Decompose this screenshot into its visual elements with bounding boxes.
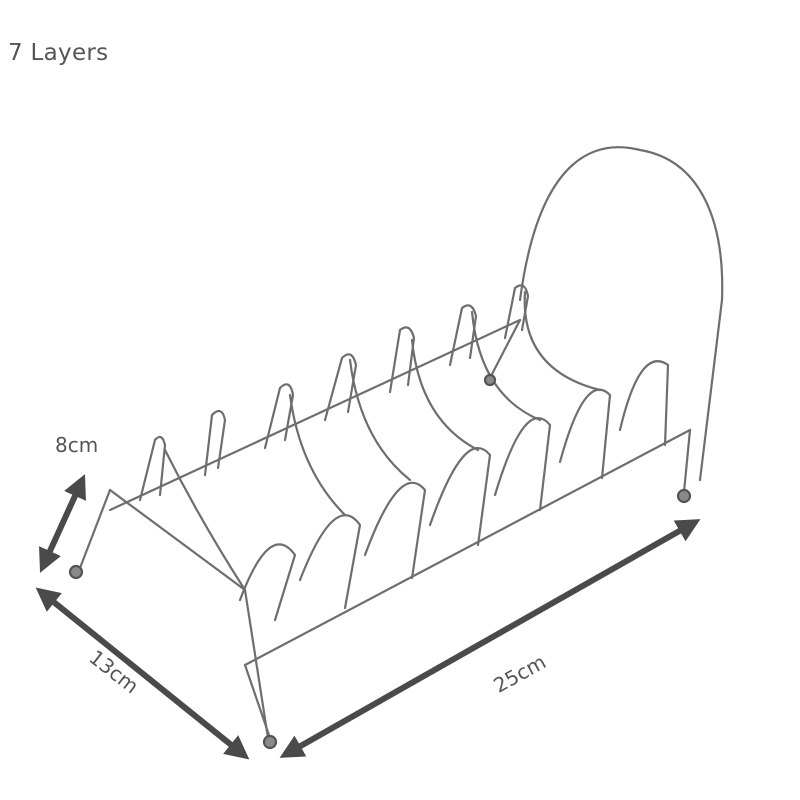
- rack-front-loops: [238, 360, 670, 622]
- depth-arrow: [35, 587, 250, 760]
- rack-foot: [262, 734, 278, 750]
- rack-connectors: [163, 290, 602, 592]
- rack-foot: [483, 373, 497, 387]
- rack-front-rail: [243, 428, 692, 667]
- length-label: 25cm: [489, 650, 550, 698]
- dish-rack: [68, 146, 724, 750]
- rack-left-frame: [78, 488, 112, 570]
- dimension-arrows: [35, 474, 701, 760]
- rack-back-rail: [108, 318, 522, 512]
- height-arrow: [39, 474, 86, 573]
- rack-handle: [518, 146, 724, 482]
- length-arrow: [279, 519, 701, 758]
- rack-foot: [68, 564, 84, 580]
- rack-foot: [676, 488, 692, 504]
- height-label: 8cm: [55, 433, 98, 457]
- rack-back-loops: [138, 284, 530, 502]
- title-label: 7 Layers: [8, 40, 109, 66]
